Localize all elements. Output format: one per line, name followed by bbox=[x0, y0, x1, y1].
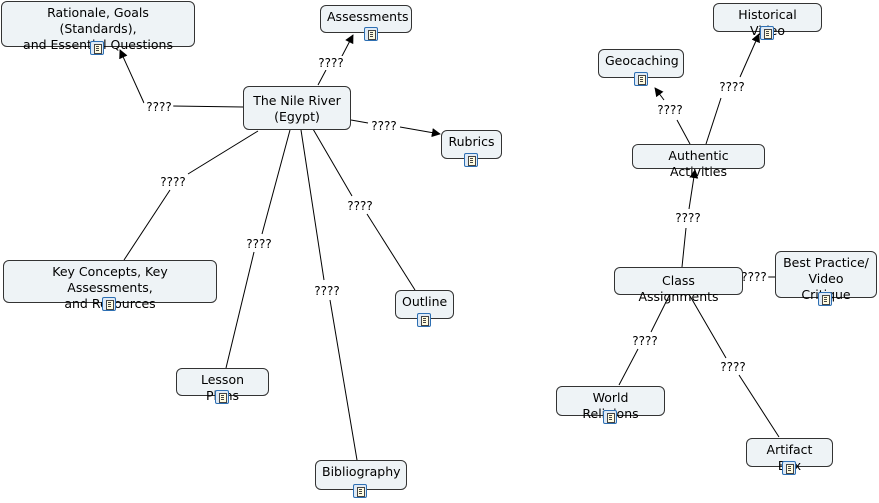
link-label-authentic-activities: ???? bbox=[673, 211, 703, 225]
document-icon[interactable] bbox=[634, 72, 648, 86]
link-nile-assessments bbox=[317, 69, 327, 86]
link-label-geocaching: ???? bbox=[655, 103, 685, 117]
link-nile-rationale bbox=[171, 105, 244, 108]
link-nile-bibliography bbox=[300, 129, 325, 281]
node-bibliography[interactable]: Bibliography bbox=[315, 460, 407, 498]
node-class-assignments[interactable]: Class Assignments bbox=[614, 267, 743, 304]
node-label: Lesson Plans bbox=[200, 372, 245, 403]
document-icon[interactable] bbox=[818, 292, 832, 306]
link-class-artifact bbox=[689, 295, 727, 359]
node-label: Best Practice/ Video Critique bbox=[783, 255, 869, 302]
document-icon[interactable] bbox=[759, 26, 774, 40]
link-label-keyconcepts: ???? bbox=[158, 175, 188, 189]
node-nile-river[interactable]: The Nile River (Egypt) bbox=[243, 86, 351, 130]
link-rubrics-arrow bbox=[399, 126, 441, 138]
document-icon[interactable] bbox=[102, 297, 116, 311]
node-outline[interactable]: Outline bbox=[395, 290, 454, 327]
document-icon[interactable] bbox=[90, 41, 104, 55]
node-rubrics[interactable]: Rubrics bbox=[441, 130, 502, 167]
link-lessonplans bbox=[225, 251, 255, 369]
link-nile-outline bbox=[312, 128, 353, 197]
link-geocaching-arrow bbox=[654, 87, 665, 101]
node-label: Rubrics bbox=[448, 134, 495, 149]
node-authentic-activities[interactable]: Authentic Activities bbox=[632, 144, 765, 179]
document-icon[interactable] bbox=[416, 313, 431, 327]
document-icon[interactable] bbox=[214, 390, 229, 404]
link-auth-arrow bbox=[688, 169, 699, 210]
link-religions bbox=[618, 348, 639, 386]
node-geocaching[interactable]: Geocaching bbox=[598, 49, 684, 86]
link-video-arrow bbox=[739, 33, 760, 78]
node-artifact-box[interactable]: Artifact Box bbox=[746, 438, 833, 475]
document-icon[interactable] bbox=[781, 461, 796, 475]
node-label: Rationale, Goals (Standards), and Essent… bbox=[23, 5, 173, 52]
link-nile-rubrics bbox=[350, 119, 369, 124]
link-keyconcepts bbox=[123, 189, 171, 261]
link-label-best-practice: ???? bbox=[739, 270, 769, 284]
link-auth-video bbox=[705, 97, 722, 145]
node-assessments[interactable]: Assessments bbox=[320, 5, 412, 41]
link-nile-keyconcepts bbox=[187, 130, 259, 175]
link-label-rubrics: ???? bbox=[369, 119, 399, 133]
link-label-world-religions: ???? bbox=[630, 334, 660, 348]
node-label: Class Assignments bbox=[638, 273, 719, 304]
node-label: Outline bbox=[402, 294, 448, 309]
link-label-assessments: ???? bbox=[316, 56, 346, 70]
node-key-concepts[interactable]: Key Concepts, Key Assessments, and Resou… bbox=[3, 260, 217, 311]
node-world-religions[interactable]: World Religions bbox=[556, 386, 665, 424]
link-label-lessonplans: ???? bbox=[244, 237, 274, 251]
node-label: Assessments bbox=[327, 9, 409, 24]
link-label-artifact-box: ???? bbox=[718, 360, 748, 374]
node-lesson-plans[interactable]: Lesson Plans bbox=[176, 368, 269, 404]
link-class-religions bbox=[650, 295, 670, 333]
link-outline bbox=[366, 213, 416, 291]
node-label: Bibliography bbox=[322, 464, 401, 479]
document-icon[interactable] bbox=[602, 410, 617, 424]
link-label-outline: ???? bbox=[345, 199, 375, 213]
node-best-practice[interactable]: Best Practice/ Video Critique bbox=[775, 251, 877, 306]
document-icon[interactable] bbox=[364, 27, 378, 41]
node-rationale[interactable]: Rationale, Goals (Standards), and Essent… bbox=[1, 1, 195, 55]
link-auth-geocaching bbox=[676, 119, 691, 145]
link-label-rationale: ???? bbox=[144, 100, 174, 114]
link-rationale-arrow bbox=[119, 49, 145, 104]
link-assessments-arrow bbox=[340, 34, 354, 59]
link-nile-lessonplans bbox=[261, 129, 291, 235]
document-icon[interactable] bbox=[463, 153, 478, 167]
link-bibliography bbox=[329, 299, 358, 461]
node-label: Authentic Activities bbox=[668, 148, 729, 179]
link-class-auth bbox=[681, 227, 687, 268]
link-label-historical-video: ???? bbox=[717, 80, 747, 94]
link-label-bibliography: ???? bbox=[312, 284, 342, 298]
node-label: Geocaching bbox=[605, 53, 679, 68]
node-historical-video[interactable]: Historical Video bbox=[713, 3, 822, 40]
node-label: The Nile River (Egypt) bbox=[253, 93, 341, 124]
link-artifact bbox=[738, 374, 780, 438]
document-icon[interactable] bbox=[353, 484, 367, 498]
